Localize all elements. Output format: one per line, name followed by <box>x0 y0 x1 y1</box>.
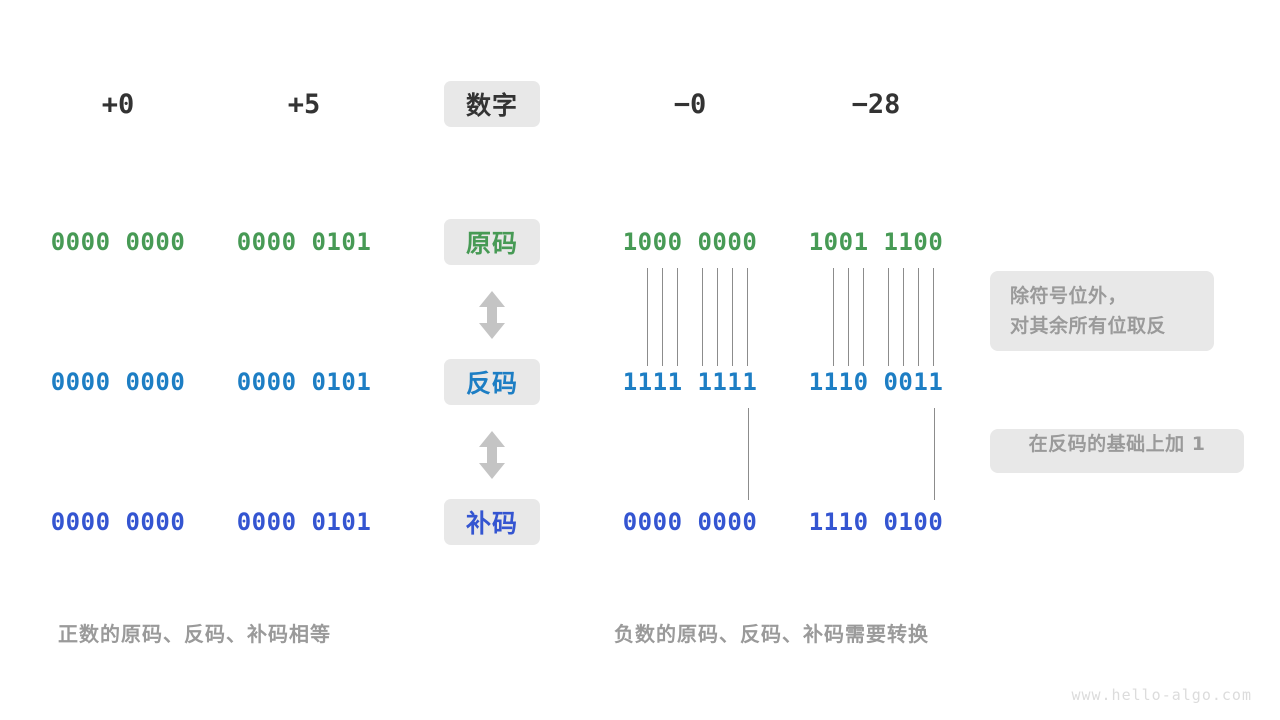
bits-fanma-minus-twentyeight: 1110 0011 <box>808 368 944 396</box>
bits-fanma-plus-zero: 0000 0000 <box>50 368 186 396</box>
caption-negative: 负数的原码、反码、补码需要转换 <box>614 622 929 646</box>
connector-line <box>903 268 904 366</box>
header-label-plus-zero: +0 <box>101 88 135 120</box>
note-add-one: 在反码的基础上加 1 <box>990 429 1244 473</box>
bits-buma-minus-twentyeight: 1110 0100 <box>808 508 944 536</box>
connector-line <box>933 268 934 366</box>
watermark: www.hello-algo.com <box>1071 686 1252 704</box>
bits-buma-minus-zero: 0000 0000 <box>622 508 758 536</box>
note-invert-bits-line2: 对其余所有位取反 <box>1010 315 1167 337</box>
connector-line <box>918 268 919 366</box>
badge-number-text: 数字 <box>444 81 540 127</box>
connector-line <box>888 268 889 366</box>
row-badge-yuanma: 原码 <box>444 219 540 265</box>
connector-line <box>747 268 748 366</box>
connector-line <box>732 268 733 366</box>
carry-line <box>934 408 935 500</box>
carry-line <box>748 408 749 500</box>
bits-fanma-minus-zero: 1111 1111 <box>622 368 758 396</box>
double-arrow-icon-one <box>475 290 509 344</box>
connector-line <box>717 268 718 366</box>
row-badge-buma: 补码 <box>444 499 540 545</box>
connector-line <box>677 268 678 366</box>
bits-fanma-plus-five: 0000 0101 <box>236 368 372 396</box>
bits-buma-plus-zero: 0000 0000 <box>50 508 186 536</box>
connector-line <box>702 268 703 366</box>
badge-yuanma-text: 原码 <box>444 219 540 265</box>
badge-buma-text: 补码 <box>444 499 540 545</box>
header-label-plus-five: +5 <box>287 88 321 120</box>
bits-buma-plus-five: 0000 0101 <box>236 508 372 536</box>
double-arrow-icon-two <box>475 430 509 484</box>
connector-line <box>662 268 663 366</box>
connector-line <box>863 268 864 366</box>
bits-yuanma-plus-zero: 0000 0000 <box>50 228 186 256</box>
connector-line <box>647 268 648 366</box>
row-badge-fanma: 反码 <box>444 359 540 405</box>
note-add-one-text: 在反码的基础上加 1 <box>1028 433 1206 455</box>
bits-yuanma-minus-twentyeight: 1001 1100 <box>808 228 944 256</box>
row-badge-number: 数字 <box>444 81 540 127</box>
caption-positive: 正数的原码、反码、补码相等 <box>58 622 331 646</box>
note-invert-bits-line1: 除符号位外， <box>1010 285 1128 307</box>
header-label-minus-zero: −0 <box>673 88 707 120</box>
connector-line <box>848 268 849 366</box>
badge-fanma-text: 反码 <box>444 359 540 405</box>
note-invert-bits: 除符号位外， 对其余所有位取反 <box>990 271 1214 351</box>
header-label-minus-twentyeight: −28 <box>851 88 901 120</box>
bits-yuanma-minus-zero: 1000 0000 <box>622 228 758 256</box>
bits-yuanma-plus-five: 0000 0101 <box>236 228 372 256</box>
connector-line <box>833 268 834 366</box>
